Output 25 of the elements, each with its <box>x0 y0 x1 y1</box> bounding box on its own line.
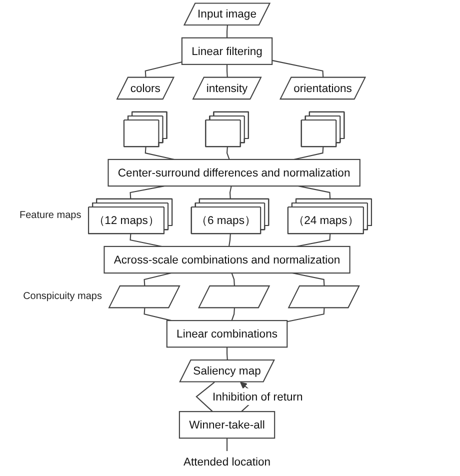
connector <box>226 438 228 452</box>
connector <box>228 234 231 247</box>
node-box: Linear combinations <box>166 320 288 348</box>
stage-label: Feature maps <box>18 210 82 222</box>
node-parallelogram <box>198 285 270 308</box>
connector <box>144 308 172 322</box>
connector <box>231 308 235 321</box>
node-parallelogram <box>288 285 360 308</box>
connector <box>226 347 228 360</box>
node-text: Attended location <box>183 455 271 468</box>
node-box: Across-scale combinations and normalization <box>104 246 350 274</box>
node-parallelogram <box>108 285 180 308</box>
connector <box>226 64 228 78</box>
node-box: Linear filtering <box>181 37 273 65</box>
connector <box>144 62 182 78</box>
connector <box>226 25 228 38</box>
connector <box>226 146 230 160</box>
stage-label: Conspicuity maps <box>22 290 103 303</box>
connector <box>231 272 235 286</box>
node-box: Center-surround differences and normalization <box>108 158 360 187</box>
connector <box>229 186 232 200</box>
connector <box>287 308 325 322</box>
connector <box>272 60 324 78</box>
edge-label: Inhibition of return <box>212 390 303 403</box>
node-box: Winner-take-all <box>178 411 276 439</box>
